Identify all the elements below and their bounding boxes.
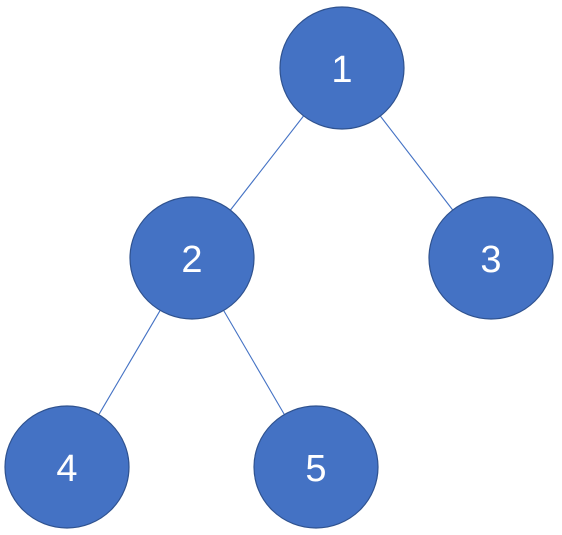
node-label-2: 2	[181, 239, 202, 281]
tree-node-3: 3	[428, 196, 554, 320]
node-circle-5	[253, 405, 379, 529]
node-circle-3	[428, 196, 554, 320]
tree-node-5: 5	[253, 405, 379, 529]
node-label-1: 1	[331, 49, 352, 91]
node-label-3: 3	[480, 239, 501, 281]
edge-1-2	[229, 114, 305, 212]
tree-nodes: 1 2 3 4 5	[4, 6, 554, 529]
edge-2-5	[222, 309, 286, 416]
node-circle-1	[279, 6, 405, 130]
node-circle-2	[129, 196, 255, 320]
node-label-4: 4	[56, 448, 77, 490]
edge-1-3	[379, 114, 454, 212]
tree-edges	[97, 114, 454, 416]
node-label-5: 5	[305, 448, 326, 490]
tree-node-1: 1	[279, 6, 405, 130]
tree-node-2: 2	[129, 196, 255, 320]
edge-2-4	[97, 309, 162, 416]
node-circle-4	[4, 405, 130, 529]
tree-node-4: 4	[4, 405, 130, 529]
